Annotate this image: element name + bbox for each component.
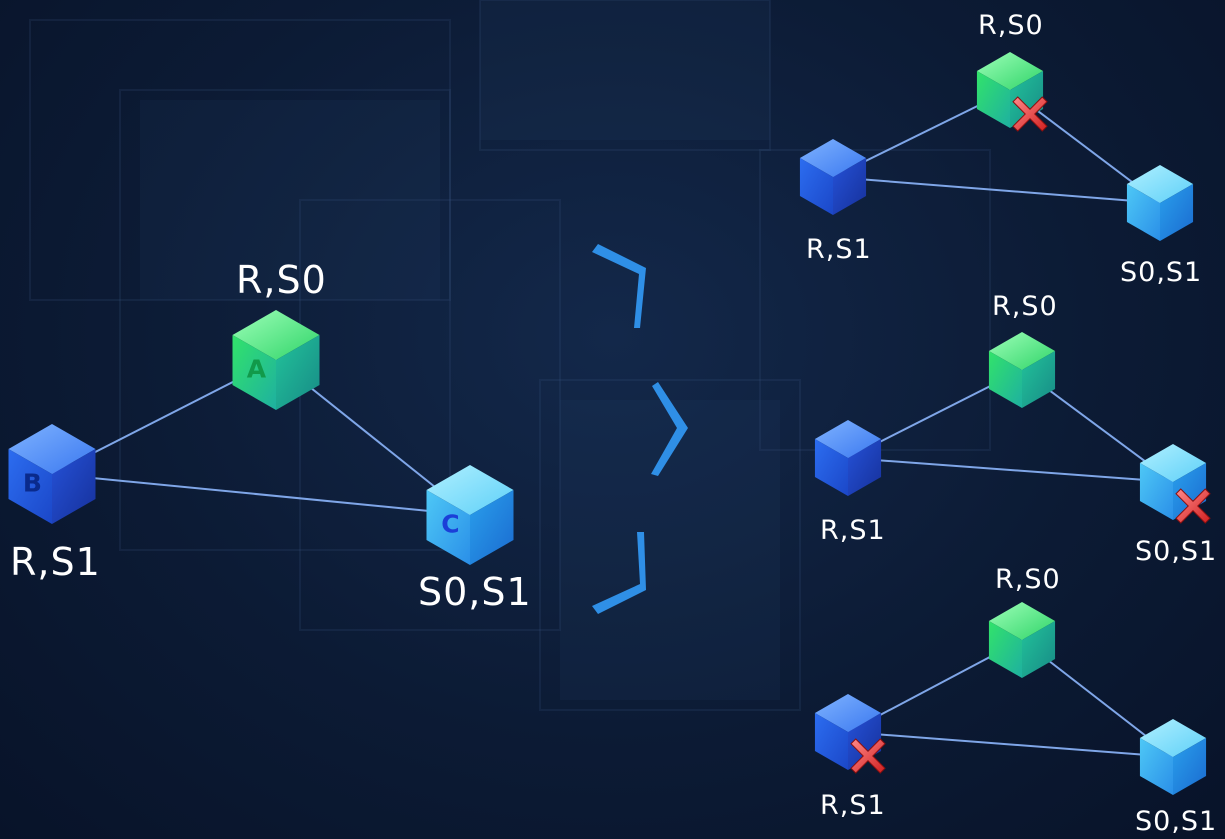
node-c-label: S0,S1 bbox=[418, 570, 532, 614]
node-b-label: R,S1 bbox=[10, 540, 101, 584]
node-a-label: R,S0 bbox=[236, 258, 327, 302]
main-edge-b-c bbox=[51, 473, 471, 516]
scenario-2-fail-x-icon bbox=[1175, 488, 1211, 524]
node-b-cube-icon-letter: B bbox=[23, 469, 42, 498]
node-c-cube-icon: C bbox=[426, 465, 514, 565]
scenario-1-node-c-label: S0,S1 bbox=[1120, 257, 1203, 288]
arrows-layer bbox=[592, 244, 688, 614]
scenario-3-fail-x-icon bbox=[850, 738, 886, 774]
scenario-3-node-a-cube-icon bbox=[988, 602, 1056, 678]
scenario-1-node-c-cube-icon bbox=[1126, 165, 1194, 241]
scenario-1-node-a-cube-icon bbox=[976, 52, 1044, 128]
scenario-1-node-b-label: R,S1 bbox=[806, 234, 872, 265]
scenario-3-node-c-label: S0,S1 bbox=[1135, 806, 1218, 837]
scenario-2-node-c-cube-icon bbox=[1139, 444, 1207, 520]
scenario-1-edge-b-c bbox=[832, 176, 1161, 204]
bracket-arrow-bottom-icon bbox=[592, 532, 646, 614]
scenario-1-fail-x-icon bbox=[1012, 96, 1048, 132]
scenario-3-node-c-cube-icon bbox=[1139, 719, 1207, 795]
scenario-1-node-a-label: R,S0 bbox=[978, 10, 1044, 41]
scenario-3-node-a-label: R,S0 bbox=[995, 564, 1061, 595]
node-c-cube-icon-letter: C bbox=[441, 510, 459, 539]
scenario-2-node-b-label: R,S1 bbox=[820, 515, 886, 546]
scenario-2-node-c-label: S0,S1 bbox=[1135, 536, 1218, 567]
scenario-2-node-b-cube-icon bbox=[814, 420, 882, 496]
scenario-2-edge-b-c bbox=[847, 457, 1174, 483]
scenario-3-edge-b-c bbox=[847, 731, 1174, 758]
node-a-cube-icon-letter: A bbox=[247, 355, 267, 384]
bracket-arrow-top-icon bbox=[592, 244, 646, 328]
node-b-cube-icon: B bbox=[8, 424, 96, 524]
scenario-2-node-a-cube-icon bbox=[988, 332, 1056, 408]
scenario-1-node-b-cube-icon bbox=[799, 139, 867, 215]
node-a-cube-icon: A bbox=[232, 310, 320, 410]
scenario-2-node-a-label: R,S0 bbox=[992, 291, 1058, 322]
scenario-3-node-b-label: R,S1 bbox=[820, 790, 886, 821]
nodes-layer: A B C bbox=[8, 52, 1211, 795]
bracket-arrow-mid-icon bbox=[651, 382, 688, 476]
